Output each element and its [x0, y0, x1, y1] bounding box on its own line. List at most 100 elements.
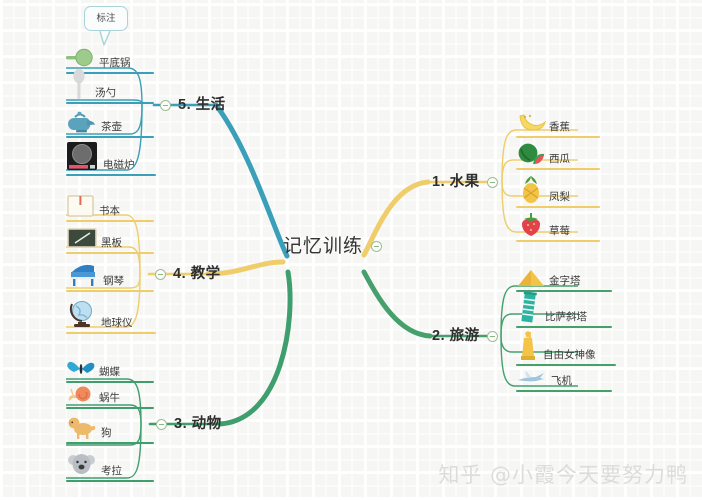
leaf-label: 金字塔: [549, 274, 581, 287]
leaf-node-book[interactable]: 书本: [66, 192, 154, 222]
branch-topic-travel[interactable]: 2. 旅游: [432, 329, 498, 344]
central-topic[interactable]: 记忆训练: [283, 237, 383, 256]
leaf-label: 电磁炉: [103, 158, 135, 171]
annotation-callout[interactable]: 标注: [84, 6, 128, 31]
leaf-node-dog[interactable]: 狗: [66, 414, 154, 444]
leaf-underline: [516, 240, 600, 242]
banana-icon: [519, 114, 546, 131]
wire-travel-leaf-3: [500, 335, 578, 387]
collapse-minus-icon[interactable]: [160, 99, 171, 111]
koala-icon: [68, 454, 95, 474]
leaf-node-banana[interactable]: 香蕉: [516, 108, 600, 138]
leaf-label: 蜗牛: [99, 391, 120, 404]
leaf-label: 书本: [99, 204, 120, 217]
leaf-node-leaning-tower[interactable]: 比萨斜塔: [516, 292, 612, 328]
induction-cooker-icon: [67, 142, 97, 170]
wire-travel-leaf-1: [500, 313, 578, 337]
leaf-label: 黑板: [101, 236, 122, 249]
leaf-underline: [516, 168, 600, 170]
statue-of-liberty-icon: [521, 331, 535, 360]
leaning-tower-icon: [521, 292, 537, 323]
leaf-underline: [516, 290, 612, 292]
pyramid-icon: [518, 270, 544, 286]
leaf-node-piano[interactable]: 钢琴: [66, 258, 154, 292]
leaf-label: 汤勺: [95, 86, 116, 99]
strawberry-icon: [522, 213, 540, 236]
piano-icon: [71, 264, 95, 286]
wire-teach-leaf-3: [66, 273, 141, 328]
blackboard-icon: [67, 228, 97, 248]
wire-animal-trunk: [217, 269, 293, 427]
airplane-icon: [518, 372, 544, 382]
leaf-label: 狗: [101, 426, 112, 439]
leaf-underline: [66, 174, 156, 176]
leaf-node-statue-of-liberty[interactable]: 自由女神像: [516, 330, 616, 366]
leaf-node-koala[interactable]: 考拉: [66, 450, 154, 482]
leaf-node-watermelon[interactable]: 西瓜: [516, 140, 600, 170]
branch-topic-animals-label: 3. 动物: [174, 416, 222, 432]
leaf-label: 比萨斜塔: [545, 310, 587, 323]
watermark: 知乎 @小霞今天要努力鸭: [438, 463, 688, 487]
leaf-label: 钢琴: [103, 274, 124, 287]
leaf-node-pyramid[interactable]: 金字塔: [516, 268, 612, 292]
watermelon-icon: [518, 143, 545, 165]
collapse-minus-icon[interactable]: [371, 241, 383, 252]
leaf-underline: [516, 136, 600, 138]
collapse-minus-icon[interactable]: [486, 330, 498, 342]
collapse-minus-icon[interactable]: [156, 418, 167, 430]
butterfly-icon: [67, 361, 95, 374]
wire-life-leaf-0: [66, 67, 143, 106]
leaf-label: 自由女神像: [543, 348, 596, 361]
callout-tail-icon: [99, 30, 111, 46]
leaf-node-teapot[interactable]: 茶壶: [66, 108, 154, 138]
leaf-underline: [66, 381, 154, 383]
collapse-minus-icon[interactable]: [155, 268, 166, 280]
leaf-label: 飞机: [551, 374, 572, 387]
branch-topic-life-label: 5. 生活: [178, 97, 226, 113]
branch-topic-animals[interactable]: 3. 动物: [156, 417, 222, 432]
wire-life-leaf-3: [66, 104, 143, 171]
leaf-label: 草莓: [549, 224, 570, 237]
teapot-icon: [68, 111, 95, 133]
leaf-label: 香蕉: [549, 120, 570, 133]
wire-fruit-leaf-1: [501, 159, 578, 183]
globe-icon: [69, 301, 92, 327]
snail-icon: [68, 386, 91, 402]
leaf-node-soup-spoon[interactable]: 汤勺: [66, 68, 154, 104]
leaf-underline: [66, 290, 154, 292]
leaf-node-blackboard[interactable]: 黑板: [66, 224, 154, 254]
leaf-node-globe[interactable]: 地球仪: [66, 298, 156, 334]
branch-topic-fruits[interactable]: 1. 水果: [432, 175, 498, 190]
leaf-label: 考拉: [101, 464, 122, 477]
pineapple-icon: [523, 176, 539, 203]
leaf-underline: [516, 390, 612, 392]
leaf-node-strawberry[interactable]: 草莓: [516, 212, 600, 242]
wire-animal-leaf-3: [66, 423, 142, 479]
leaf-node-induction-cooker[interactable]: 电磁炉: [66, 140, 156, 176]
leaf-underline: [66, 220, 154, 222]
leaf-underline: [66, 442, 154, 444]
leaf-underline: [66, 407, 154, 409]
branch-topic-life[interactable]: 5. 生活: [160, 98, 226, 113]
leaf-underline: [66, 136, 154, 138]
leaf-node-snail[interactable]: 蜗牛: [66, 384, 154, 409]
annotation-callout-label: 标注: [96, 12, 116, 24]
leaf-node-airplane[interactable]: 飞机: [516, 370, 612, 392]
wire-teach-leaf-1: [66, 246, 141, 275]
wire-teach-trunk: [205, 259, 286, 277]
leaf-node-butterfly[interactable]: 蝴蝶: [66, 358, 154, 383]
soup-spoon-icon: [73, 68, 85, 99]
leaf-node-pineapple[interactable]: 凤梨: [516, 174, 600, 208]
leaf-underline: [66, 332, 156, 334]
leaf-underline: [516, 326, 612, 328]
branch-topic-fruits-label: 1. 水果: [432, 174, 480, 190]
leaf-node-frying-pan[interactable]: 平底锅: [66, 44, 154, 74]
branch-topic-teaching[interactable]: 4. 教学: [155, 267, 221, 282]
leaf-underline: [66, 252, 154, 254]
leaf-label: 蝴蝶: [99, 365, 120, 378]
collapse-minus-icon[interactable]: [486, 176, 498, 188]
branch-topic-teaching-label: 4. 教学: [173, 266, 221, 282]
leaf-underline: [66, 102, 154, 104]
wire-fruit-leaf-3: [501, 181, 578, 233]
